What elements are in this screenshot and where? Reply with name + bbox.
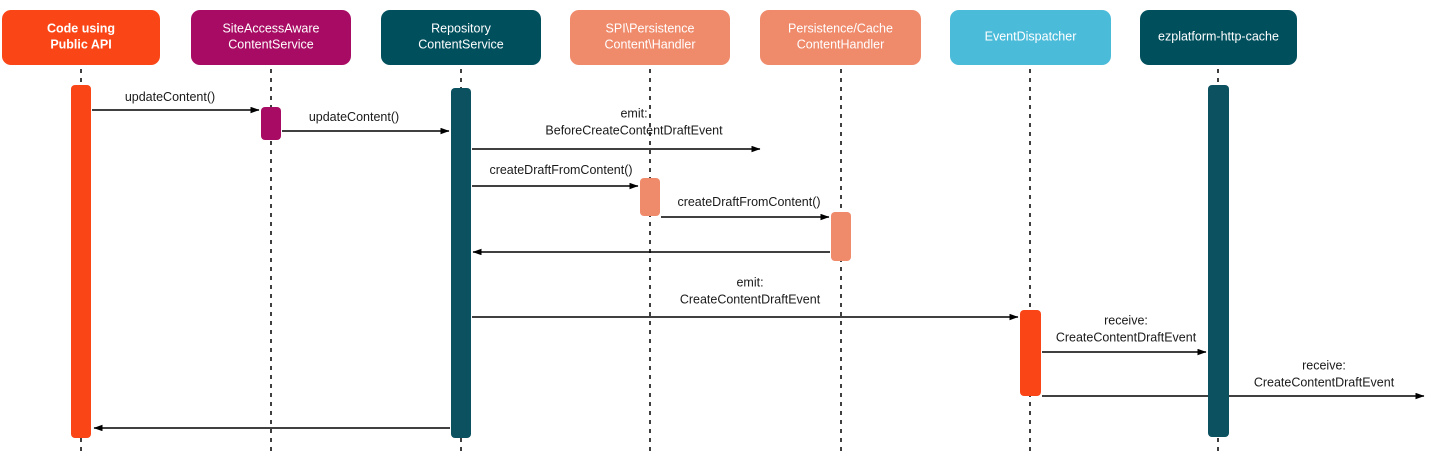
participant-box-public-api[interactable] bbox=[2, 10, 160, 65]
participant-label-event-dispatcher: EventDispatcher bbox=[985, 30, 1077, 44]
participant-box-cache-handler[interactable] bbox=[760, 10, 921, 65]
message-label-line: CreateContentDraftEvent bbox=[1254, 376, 1395, 390]
participant-label-line: Code using bbox=[47, 22, 115, 36]
participant-label-line: SiteAccessAware bbox=[222, 22, 319, 36]
participant-label-line: Repository bbox=[431, 22, 491, 36]
message-label-line: CreateContentDraftEvent bbox=[680, 293, 821, 307]
activation-bar-public-api bbox=[71, 85, 91, 438]
activation-bar-spi-handler bbox=[640, 178, 660, 216]
message-label-line: emit: bbox=[620, 107, 647, 121]
message-label-line: CreateContentDraftEvent bbox=[1056, 331, 1197, 345]
activation-bar-http-cache bbox=[1208, 85, 1229, 437]
activation-bar-siteaccessaware bbox=[261, 107, 281, 140]
message-label-msg-1: updateContent() bbox=[125, 90, 215, 104]
message-label-msg-9: receive: CreateContentDraftEvent bbox=[1254, 359, 1395, 390]
message-label-msg-7: emit: CreateContentDraftEvent bbox=[680, 276, 821, 307]
message-label-msg-5: createDraftFromContent() bbox=[677, 195, 820, 209]
message-label-line: createDraftFromContent() bbox=[489, 163, 632, 177]
activation-bar-cache-handler bbox=[831, 212, 851, 261]
message-label-msg-2: updateContent() bbox=[309, 110, 399, 124]
messages-layer bbox=[92, 106, 1425, 432]
activation-bar-event-dispatcher bbox=[1020, 310, 1041, 396]
message-label-line: updateContent() bbox=[309, 110, 399, 124]
message-label-msg-8: receive: CreateContentDraftEvent bbox=[1056, 314, 1197, 345]
message-label-msg-4: createDraftFromContent() bbox=[489, 163, 632, 177]
participant-label-line: Persistence/Cache bbox=[788, 22, 893, 36]
participant-box-http-cache[interactable] bbox=[1140, 10, 1297, 65]
participant-label-line: ezplatform-http-cache bbox=[1158, 30, 1279, 44]
message-label-line: receive: bbox=[1302, 359, 1346, 373]
participant-box-siteaccessaware[interactable] bbox=[191, 10, 351, 65]
participant-event-dispatcher[interactable]: EventDispatcher bbox=[950, 10, 1111, 65]
participant-label-line: ContentHandler bbox=[797, 38, 885, 52]
message-label-msg-3: emit: BeforeCreateContentDraftEvent bbox=[545, 107, 723, 138]
participant-label-line: EventDispatcher bbox=[985, 30, 1077, 44]
participant-label-line: SPI\Persistence bbox=[606, 22, 695, 36]
message-label-line: emit: bbox=[736, 276, 763, 290]
message-label-line: BeforeCreateContentDraftEvent bbox=[545, 124, 723, 138]
participant-label-line: ContentService bbox=[418, 38, 504, 52]
labels-layer: updateContent() updateContent() emit: Befor… bbox=[125, 90, 1395, 390]
participant-label-line: ContentService bbox=[228, 38, 314, 52]
participant-http-cache[interactable]: ezplatform-http-cache bbox=[1140, 10, 1297, 65]
message-label-line: createDraftFromContent() bbox=[677, 195, 820, 209]
activation-bar-repository bbox=[451, 88, 471, 438]
participant-box-spi-handler[interactable] bbox=[570, 10, 730, 65]
participant-box-event-dispatcher[interactable] bbox=[950, 10, 1111, 65]
participant-box-repository[interactable] bbox=[381, 10, 541, 65]
activations-layer bbox=[71, 85, 1229, 438]
participant-label-line: Content\Handler bbox=[604, 38, 695, 52]
participant-label-http-cache: ezplatform-http-cache bbox=[1158, 30, 1279, 44]
participant-label-line: Public API bbox=[50, 38, 111, 52]
message-label-line: updateContent() bbox=[125, 90, 215, 104]
message-label-line: receive: bbox=[1104, 314, 1148, 328]
